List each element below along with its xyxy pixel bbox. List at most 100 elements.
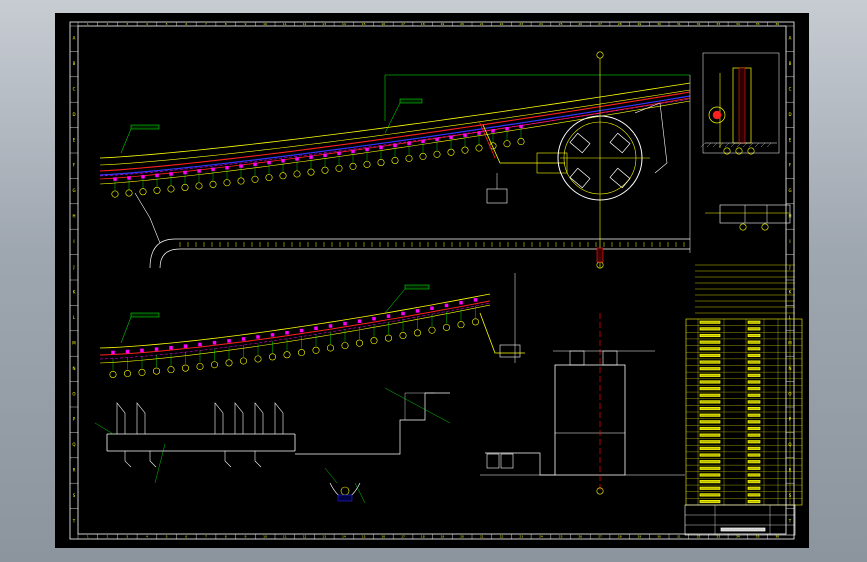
axis-bubble-icon [109,370,117,378]
axis-bubble-icon [279,172,287,180]
leader-line [384,387,451,424]
row-letter: I [789,239,790,244]
col-number: 19 [440,22,444,26]
table-cell-text [699,480,721,484]
axis-bubble-icon [209,180,217,188]
row-letter: E [789,137,792,142]
row-letter: F [789,163,792,168]
col-number: 32 [697,22,701,26]
row-letter: L [73,315,76,320]
pipe-mark-icon [463,133,467,137]
table-cell-text [747,486,761,490]
table-cell-text [699,433,721,437]
pipe-mark-icon [449,135,453,139]
axis-bubble-icon [413,329,421,337]
table-cell-text [747,367,761,371]
table-cell-text [699,327,721,331]
axis-bubble-icon [111,190,119,198]
col-number: 17 [401,22,405,26]
col-number: 16 [381,535,385,539]
row-letter: B [789,61,792,66]
axis-bubble-icon [223,179,231,187]
table-cell-text [699,393,721,397]
row-letter: R [73,468,76,473]
axis-bubble-icon [596,487,604,495]
pipe-mark-icon [197,169,201,173]
col-number: 24 [539,22,543,26]
road-outline [159,248,690,269]
table-cell-text [699,500,721,504]
axis-bubble-icon [182,364,190,372]
pump-unit-icon [569,132,591,154]
hatch [700,142,706,148]
road-edge-upper [99,293,491,349]
table-cell-text [747,333,761,338]
col-number: 18 [421,22,425,26]
pipe-mark-icon [183,170,187,175]
table-cell-text [699,320,721,324]
row-letter: T [72,518,76,523]
pipe-mark-icon [337,151,341,156]
axis-bubble-icon [747,147,755,155]
pipe-mark-icon [285,330,289,335]
detail-views [94,52,791,504]
axis-bubble-icon [251,175,259,183]
axis-bubble-icon [181,183,189,191]
table-cell-text [747,426,761,431]
col-number: 3 [126,22,128,26]
row-letter: O [72,391,75,396]
inlet-box [500,453,514,469]
table-cell-text [699,413,721,417]
table-cell-text [699,453,721,457]
table-cell-text [699,426,721,431]
outer-border [69,21,795,540]
col-number: 15 [362,535,366,539]
col-number: 27 [598,535,602,539]
sprinkler-riser [214,402,224,434]
axis-bubble-icon [293,170,301,178]
col-number: 35 [756,22,760,26]
pipe-mark-icon [111,350,115,355]
row-letter: C [789,87,792,92]
col-number: 27 [598,22,602,26]
col-number: 6 [185,22,187,26]
sprinkler-riser [136,402,146,434]
col-number: 1 [87,22,89,26]
axis-bubble-icon [335,164,343,172]
table-cell-text [699,400,721,404]
table-cell-text [747,480,761,484]
col-number: 26 [578,535,582,539]
table-cell-text [747,360,761,364]
pipe-mark-icon [155,173,159,178]
stair-inner [404,392,435,420]
axis-bubble-icon [596,51,604,59]
table-cell-text [699,367,721,371]
drop-pipe [254,451,262,468]
hatch [766,142,772,148]
table-cell-text [747,420,761,424]
col-number: 33 [716,22,720,26]
row-letter: K [73,290,76,295]
axis-bubble-icon [349,162,357,170]
row-letter: F [73,163,76,168]
inlet-box [486,453,500,469]
table-cell-text [699,340,721,344]
hatch [718,142,724,148]
table-cell-text [699,440,721,444]
elevation-detail [719,204,791,224]
sprinkler-riser [116,402,126,434]
drop-pipe [124,451,132,468]
axis-bubble-icon [237,177,245,185]
pipe-mark-icon [270,333,275,337]
col-number: 18 [421,535,425,539]
col-number: 10 [263,22,267,26]
drop-pipe [149,451,157,468]
col-number: 28 [618,22,622,26]
lower-plan-view [99,273,525,378]
row-letter: M [72,341,76,346]
inlet-pipe [485,452,555,476]
table-cell-text [699,373,721,377]
col-number: 21 [480,22,484,26]
axis-bubble-icon [298,349,306,357]
